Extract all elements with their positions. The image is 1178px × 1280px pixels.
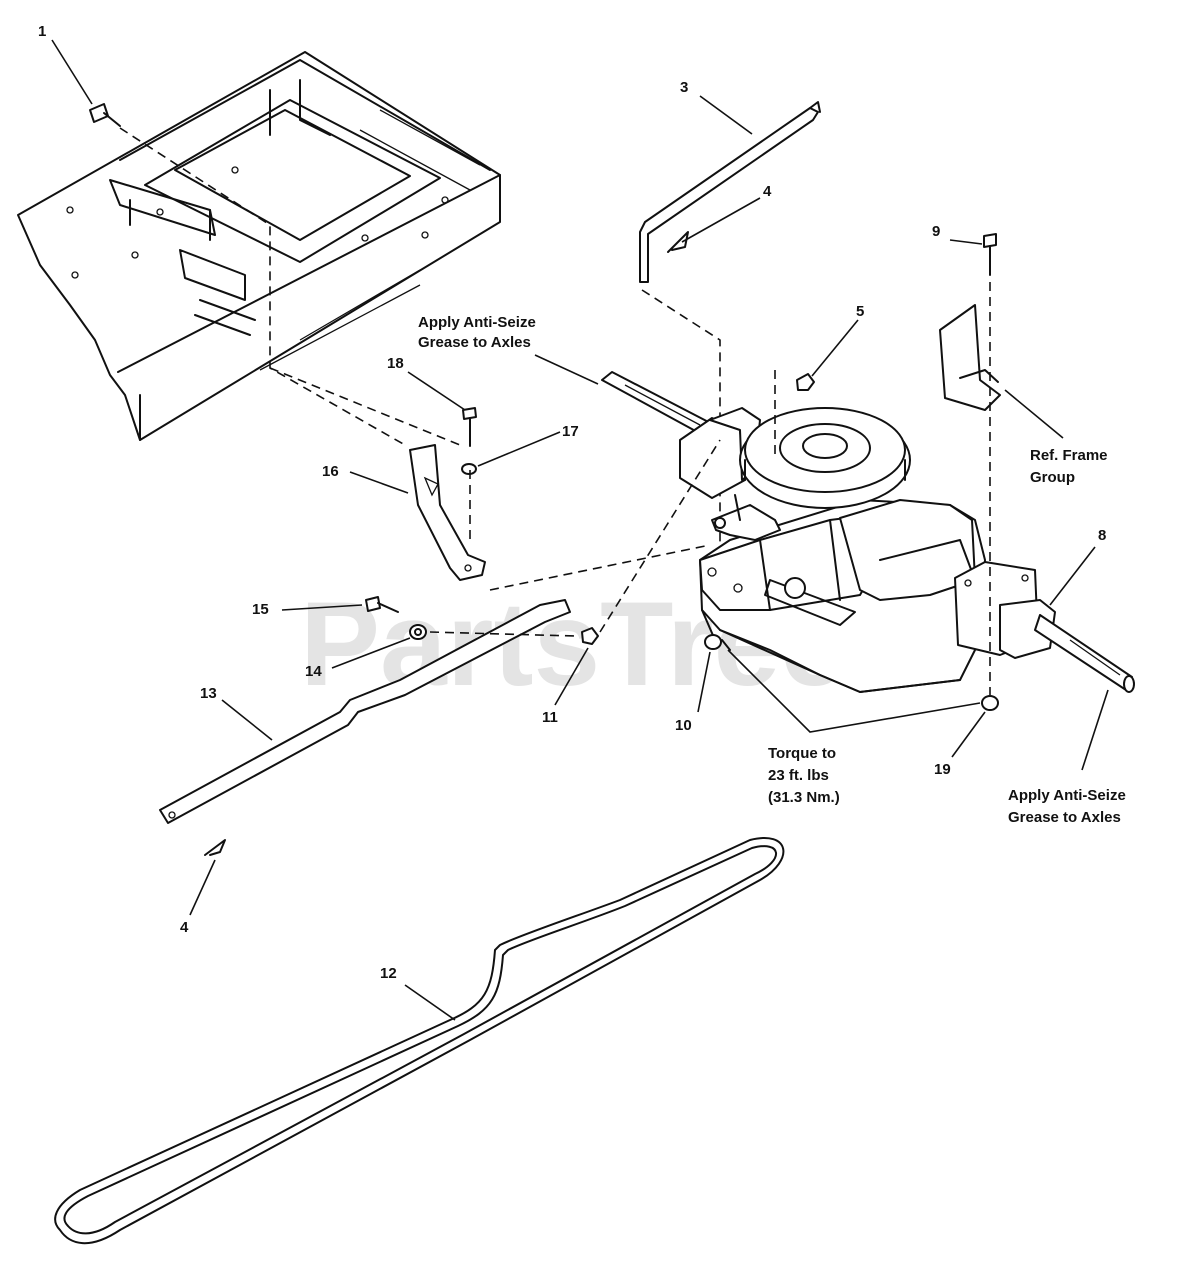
callout-13: 13: [200, 685, 217, 702]
leader-torque: [727, 649, 981, 733]
nut-11: [581, 627, 599, 645]
frame-assembly: [17, 51, 501, 441]
callout-4-bottom: 4: [180, 919, 189, 936]
leader-anti-seize-top: [534, 354, 599, 385]
nut-19: [981, 695, 999, 711]
leader-ref-frame: [1004, 389, 1064, 439]
washer-14: [409, 624, 427, 640]
transaxle: [601, 371, 1135, 693]
leader-10: [697, 651, 711, 713]
shift-rod-3: [639, 101, 821, 283]
callout-15: 15: [252, 601, 269, 618]
hex-bolt-1: [89, 103, 121, 127]
dashed-bracket-16: [469, 470, 711, 591]
dashed-link-11: [429, 439, 721, 637]
shift-link-13: [159, 599, 571, 824]
callout-14: 14: [305, 663, 322, 680]
bolt-15: [365, 596, 399, 613]
callout-16: 16: [322, 463, 339, 480]
leader-18: [407, 371, 466, 411]
callout-17: 17: [562, 423, 579, 440]
frame-bracket: [939, 304, 1001, 411]
drive-belt-12: [54, 837, 785, 1245]
note-torque-line3: (31.3 Nm.): [768, 789, 840, 806]
callout-8: 8: [1098, 527, 1106, 544]
bracket-16: [409, 444, 486, 581]
washer-17: [461, 463, 477, 475]
note-anti-seize-right-line2: Grease to Axles: [1008, 809, 1121, 826]
dashed-frame-link-2: [269, 367, 461, 446]
note-anti-seize-top-line2: Grease to Axles: [418, 334, 531, 351]
callout-5: 5: [856, 303, 864, 320]
leader-17: [477, 431, 561, 467]
leader-8: [1049, 546, 1096, 606]
note-anti-seize-top-line1: Apply Anti-Seize: [418, 314, 536, 331]
bolt-9: [983, 233, 997, 276]
callout-10: 10: [675, 717, 692, 734]
leader-19: [951, 711, 986, 758]
leader-anti-seize-right: [1081, 689, 1109, 771]
callout-1: 1: [38, 23, 46, 40]
callout-19: 19: [934, 761, 951, 778]
dashed-rod-link: [641, 289, 721, 560]
leader-16: [349, 471, 409, 494]
leader-9: [949, 239, 983, 245]
leader-1: [51, 39, 93, 105]
callout-9: 9: [932, 223, 940, 240]
callout-4-top: 4: [763, 183, 772, 200]
nut-10: [704, 634, 722, 650]
leader-13: [221, 699, 273, 741]
note-torque-line1: Torque to: [768, 745, 836, 762]
hair-pin-clip-4-top: [667, 231, 689, 253]
leader-11: [554, 647, 589, 706]
note-ref-frame-line2: Group: [1030, 469, 1075, 486]
leader-4-top: [681, 197, 761, 243]
callout-11: 11: [542, 709, 558, 726]
leader-3: [699, 95, 753, 135]
hair-pin-clip-4-bottom: [204, 839, 226, 856]
leader-12: [404, 984, 456, 1021]
leader-4-bottom: [189, 859, 216, 916]
leader-5: [811, 319, 859, 377]
note-torque-line2: 23 ft. lbs: [768, 767, 829, 784]
lock-nut-5: [796, 373, 815, 391]
callout-18: 18: [387, 355, 404, 372]
callout-12: 12: [380, 965, 397, 982]
note-anti-seize-right-line1: Apply Anti-Seize: [1008, 787, 1126, 804]
leader-15: [281, 604, 363, 611]
callout-3: 3: [680, 79, 688, 96]
note-ref-frame-line1: Ref. Frame: [1030, 447, 1108, 464]
leader-14: [331, 637, 411, 669]
bolt-18: [462, 407, 477, 447]
